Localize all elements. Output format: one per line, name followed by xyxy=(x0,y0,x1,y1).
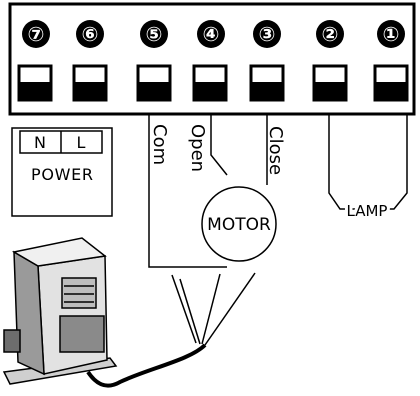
motor-symbol xyxy=(201,186,277,262)
terminal-4-number-badge xyxy=(197,20,225,48)
terminal-6-number: ⑥ xyxy=(82,22,99,46)
close-label: Close xyxy=(265,126,286,175)
cable-bundle xyxy=(86,343,207,388)
open-wire xyxy=(210,114,228,176)
cable-strand-1 xyxy=(171,274,197,344)
lamp-wire xyxy=(328,114,408,210)
terminal-3-number: ③ xyxy=(259,22,276,46)
wiring xyxy=(148,114,408,346)
terminal-5: ⑤ xyxy=(136,20,172,102)
motor: MOTOR xyxy=(201,186,277,262)
power-title: POWER xyxy=(31,165,93,184)
opener-body-front xyxy=(37,255,108,375)
opener-gear xyxy=(3,329,21,353)
terminal-2-switch-fill xyxy=(314,82,346,100)
terminal-2: ② xyxy=(312,20,348,102)
terminal-4-number: ④ xyxy=(203,22,220,46)
terminal-1-number-badge xyxy=(377,20,405,48)
terminal-5-number: ⑤ xyxy=(146,22,163,46)
terminal-7-switch-fill xyxy=(19,82,51,100)
opener-top xyxy=(11,237,107,267)
terminal-5-switch-fill xyxy=(138,82,170,100)
gate-opener-unit-icon xyxy=(2,237,118,385)
power-n-label: N xyxy=(34,133,46,152)
terminal-7-number-badge xyxy=(22,20,50,48)
terminal-2-number: ② xyxy=(322,22,339,46)
cable-strand-4 xyxy=(204,272,256,346)
terminal-7-number: ⑦ xyxy=(28,22,45,46)
terminal-2-number-badge xyxy=(316,20,344,48)
power-box: N L POWER xyxy=(11,127,113,217)
terminal-1: ① xyxy=(373,20,409,102)
terminal-3-switch-fill xyxy=(251,82,283,100)
terminal-6-number-badge xyxy=(76,20,104,48)
cable-strand-2 xyxy=(179,278,201,345)
com-wire xyxy=(148,114,227,268)
terminal-3-number-badge xyxy=(253,20,281,48)
com-label: Com xyxy=(149,124,170,165)
terminal-4-switch-fill xyxy=(194,82,226,100)
opener-motor-housing xyxy=(59,315,105,353)
motor-label: MOTOR xyxy=(207,215,271,235)
opener-vent-panel xyxy=(61,277,97,309)
terminal-4: ④ xyxy=(192,20,228,102)
terminal-7: ⑦ xyxy=(17,20,53,102)
lamp-label: LAMP xyxy=(347,202,388,220)
terminal-1-number: ① xyxy=(383,22,400,46)
power-l-label: L xyxy=(77,133,86,152)
terminal-6: ⑥ xyxy=(72,20,108,102)
cable-strand-3 xyxy=(201,273,221,345)
terminal-5-number-badge xyxy=(140,20,168,48)
terminal-1-switch-fill xyxy=(375,82,407,100)
terminal-3: ③ xyxy=(249,20,285,102)
open-label: Open xyxy=(187,124,208,172)
terminal-6-switch-fill xyxy=(74,82,106,100)
